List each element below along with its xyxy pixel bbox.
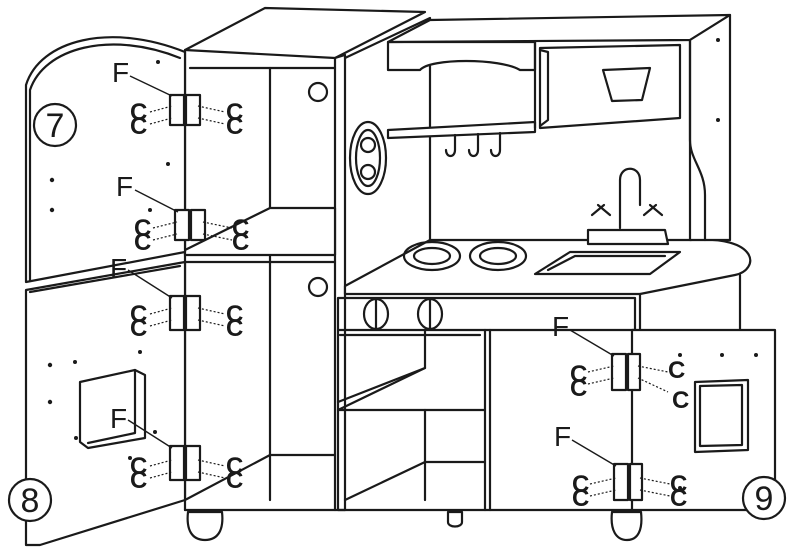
screw-label: C (130, 453, 147, 480)
hinge-label: F (552, 311, 569, 342)
screw-label: C (570, 361, 587, 388)
screw-label: C (226, 315, 243, 342)
screw-label: C (130, 467, 147, 494)
hinge-group (127, 75, 671, 502)
right-lower-door (630, 328, 777, 512)
hinge-label: F (110, 403, 127, 434)
right-base-cabinet (638, 273, 742, 332)
screw-label: C (130, 315, 147, 342)
labels: 7 8 9 F F F F F F C C C C C C C C C C C … (7, 57, 787, 523)
fridge-cabinet (183, 6, 427, 542)
screw-label: C (570, 375, 587, 402)
screw-label: C (232, 229, 249, 256)
step-number-7: 7 (46, 107, 65, 145)
hinge-label: F (116, 171, 133, 202)
step-number-9: 9 (755, 480, 774, 518)
hinge-label: F (112, 57, 129, 88)
screw-label: C (226, 453, 243, 480)
step-circle-8 (7, 477, 53, 523)
screw-label: C (130, 113, 147, 140)
screw-label: C (670, 471, 687, 498)
screw-label: C (226, 467, 243, 494)
screw-label: C (130, 99, 147, 126)
step-circle-9 (741, 475, 787, 521)
screw-label: C (134, 215, 151, 242)
upper-fridge-door (24, 36, 187, 284)
hinge-label: F (110, 253, 127, 284)
screw-label: C (226, 113, 243, 140)
lower-fridge-door (24, 260, 187, 547)
screw-label: C (134, 229, 151, 256)
stove-unit (336, 16, 752, 542)
screw-label: C (670, 485, 687, 512)
step-number-8: 8 (21, 482, 40, 520)
hinge-label: F (554, 421, 571, 452)
screw-label: C (130, 301, 147, 328)
screw-label: C (572, 471, 589, 498)
screw-label: C (672, 387, 689, 414)
screw-label: C (232, 215, 249, 242)
screw-label: C (226, 99, 243, 126)
screw-label: C (572, 485, 589, 512)
step-circle-7 (32, 102, 78, 148)
screw-label: C (226, 301, 243, 328)
screw-label: C (668, 357, 685, 384)
upper-cabinet (386, 13, 732, 242)
